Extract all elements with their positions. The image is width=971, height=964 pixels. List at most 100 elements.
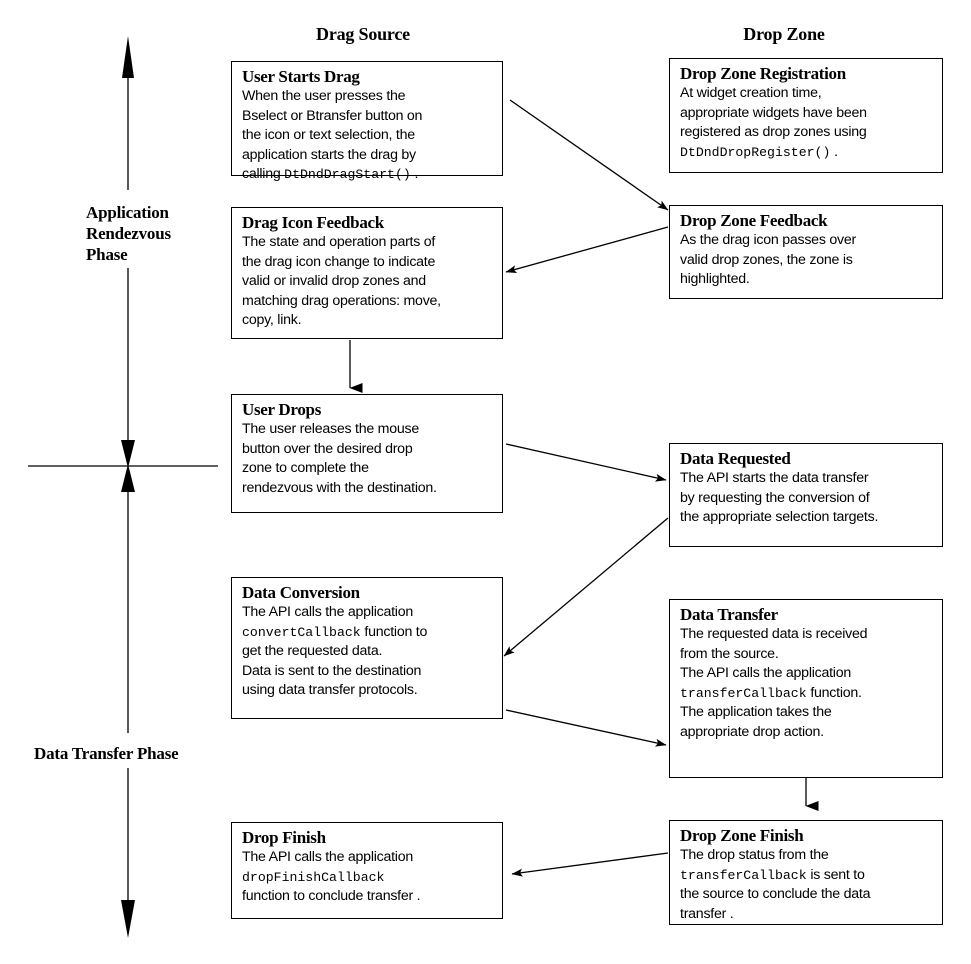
box-body: As the drag icon passes over valid drop z…	[680, 231, 934, 290]
box-body-line: Bselect or Btransfer button on	[242, 107, 494, 127]
box-title: Drag Icon Feedback	[242, 213, 384, 232]
box-body-line: dropFinishCallback	[242, 868, 494, 888]
text-span: The requested data is received	[680, 626, 868, 642]
connector-data-requested-to-data-conversion	[503, 517, 669, 657]
box-body-line: application starts the drag by	[242, 146, 494, 166]
box-body-line: highlighted.	[680, 270, 934, 290]
box-body-line: Data is sent to the destination	[242, 662, 494, 682]
phase-label-application-rendezvous: Application Rendezvous Phase	[86, 202, 216, 265]
box-body-line: The API calls the application	[680, 664, 934, 684]
box-body-line: the source to conclude the data	[680, 885, 934, 905]
box-body-line: function to conclude transfer .	[242, 887, 494, 907]
box-drop-finish[interactable]: Drop Finish The API calls the applicatio…	[231, 822, 503, 919]
box-title: Data Conversion	[242, 583, 360, 602]
text-span: .	[410, 166, 419, 183]
box-user-starts-drag[interactable]: User Starts Drag When the user presses t…	[231, 61, 503, 182]
box-data-requested[interactable]: Data Requested The API starts the data t…	[669, 443, 943, 547]
text-span: is sent to	[806, 866, 865, 883]
box-title: Data Requested	[680, 449, 791, 468]
text-span: The API starts the data transfer	[680, 470, 869, 486]
box-body-line: The API calls the application	[242, 603, 494, 623]
box-body-line: appropriate drop action.	[680, 723, 934, 743]
box-drop-zone-feedback[interactable]: Drop Zone Feedback As the drag icon pass…	[669, 205, 943, 299]
box-body-line: As the drag icon passes over	[680, 231, 934, 251]
connector-user-drops-to-data-requested	[505, 443, 667, 482]
column-heading-drop-zone: Drop Zone	[743, 24, 825, 44]
box-title: User Drops	[242, 400, 322, 419]
text-span: registered as drop zones using	[680, 124, 867, 141]
text-span: calling	[242, 166, 285, 183]
code-span: DtDndDropRegister()	[680, 144, 831, 160]
text-span: the appropriate selection targets.	[680, 509, 879, 526]
box-body-line: The requested data is received	[680, 625, 934, 645]
text-span: from the source.	[680, 645, 779, 662]
connector-zone-feedback-to-icon-feedback	[505, 226, 669, 274]
text-span: by requesting the conversion of	[680, 489, 870, 506]
box-body-line: from the source.	[680, 645, 934, 665]
box-body-line: The API calls the application	[242, 848, 494, 868]
box-body-line: get the requested data.	[242, 642, 494, 662]
text-span: valid drop zones, the zone is	[680, 251, 853, 268]
box-body-line: calling DtDndDragStart() .	[242, 165, 494, 185]
text-span: Bselect or Btransfer button on	[242, 107, 423, 124]
box-drop-zone-registration[interactable]: Drop Zone Registration At widget creatio…	[669, 58, 943, 173]
text-span: As the drag icon passes over	[680, 232, 856, 248]
text-span: appropriate widgets have been	[680, 104, 867, 121]
box-body-line: the appropriate selection targets.	[680, 508, 934, 528]
text-span: matching drag operations: move,	[242, 292, 441, 309]
box-title: Drop Finish	[242, 828, 326, 847]
box-body-line: transfer .	[680, 905, 934, 925]
code-span: convertCallback	[242, 624, 361, 640]
phase-timeline-axis	[28, 36, 218, 938]
box-drag-icon-feedback[interactable]: Drag Icon Feedback The state and operati…	[231, 207, 503, 339]
box-body-line: The drop status from the	[680, 846, 934, 866]
connector-drop-zone-finish-to-drop-finish	[511, 852, 669, 877]
text-span: highlighted.	[680, 271, 750, 288]
text-span: The API calls the application	[680, 665, 851, 682]
phase-label-line: Data Transfer Phase	[34, 744, 179, 763]
text-span: transfer .	[680, 905, 734, 922]
box-data-transfer[interactable]: Data Transfer The requested data is rece…	[669, 599, 943, 778]
box-body-line: the drag icon change to indicate	[242, 253, 494, 273]
box-body-line: using data transfer protocols.	[242, 681, 494, 701]
text-span: The state and operation parts of	[242, 234, 436, 250]
box-drop-zone-finish[interactable]: Drop Zone Finish The drop status from th…	[669, 820, 943, 925]
text-span: the source to conclude the data	[680, 886, 871, 903]
box-body: At widget creation time,appropriate widg…	[680, 84, 934, 162]
text-span: function to	[360, 623, 428, 640]
column-heading-drag-source: Drag Source	[316, 24, 410, 44]
box-title: Drop Zone Feedback	[680, 211, 828, 230]
text-span: The application takes the	[680, 704, 832, 721]
text-span: the drag icon change to indicate	[242, 253, 436, 270]
box-body: The requested data is received from the s…	[680, 625, 934, 743]
box-body-line: appropriate widgets have been	[680, 104, 934, 124]
text-span: using data transfer protocols.	[242, 682, 418, 699]
box-body-line: The application takes the	[680, 703, 934, 723]
box-body-line: When the user presses the	[242, 87, 494, 107]
box-data-conversion[interactable]: Data Conversion The API calls the applic…	[231, 577, 503, 719]
box-title: Data Transfer	[680, 605, 778, 624]
text-span: zone to complete the	[242, 460, 369, 477]
connector-data-conversion-to-data-transfer	[505, 709, 667, 747]
text-span: Data is sent to the destination	[242, 662, 422, 679]
box-body-line: the icon or text selection, the	[242, 126, 494, 146]
text-span: function.	[806, 684, 862, 701]
box-body-line: The API starts the data transfer	[680, 469, 934, 489]
phase-label-line: Phase	[86, 245, 128, 264]
text-span: valid or invalid drop zones and	[242, 273, 426, 290]
box-body-line: by requesting the conversion of	[680, 489, 934, 509]
text-span: copy, link.	[242, 312, 302, 329]
box-body: The API starts the data transfer by reque…	[680, 469, 934, 528]
phase-label-line: Rendezvous	[86, 224, 171, 243]
box-body-line: transferCallback function.	[680, 684, 934, 704]
text-span: rendezvous with the destination.	[242, 479, 437, 496]
connector-starts-drag-to-zone-feedback	[509, 99, 669, 211]
phase-label-data-transfer: Data Transfer Phase	[34, 743, 244, 764]
box-body-line: At widget creation time,	[680, 84, 934, 104]
text-span: The API calls the application	[242, 849, 413, 865]
box-body-line: convertCallback function to	[242, 623, 494, 643]
